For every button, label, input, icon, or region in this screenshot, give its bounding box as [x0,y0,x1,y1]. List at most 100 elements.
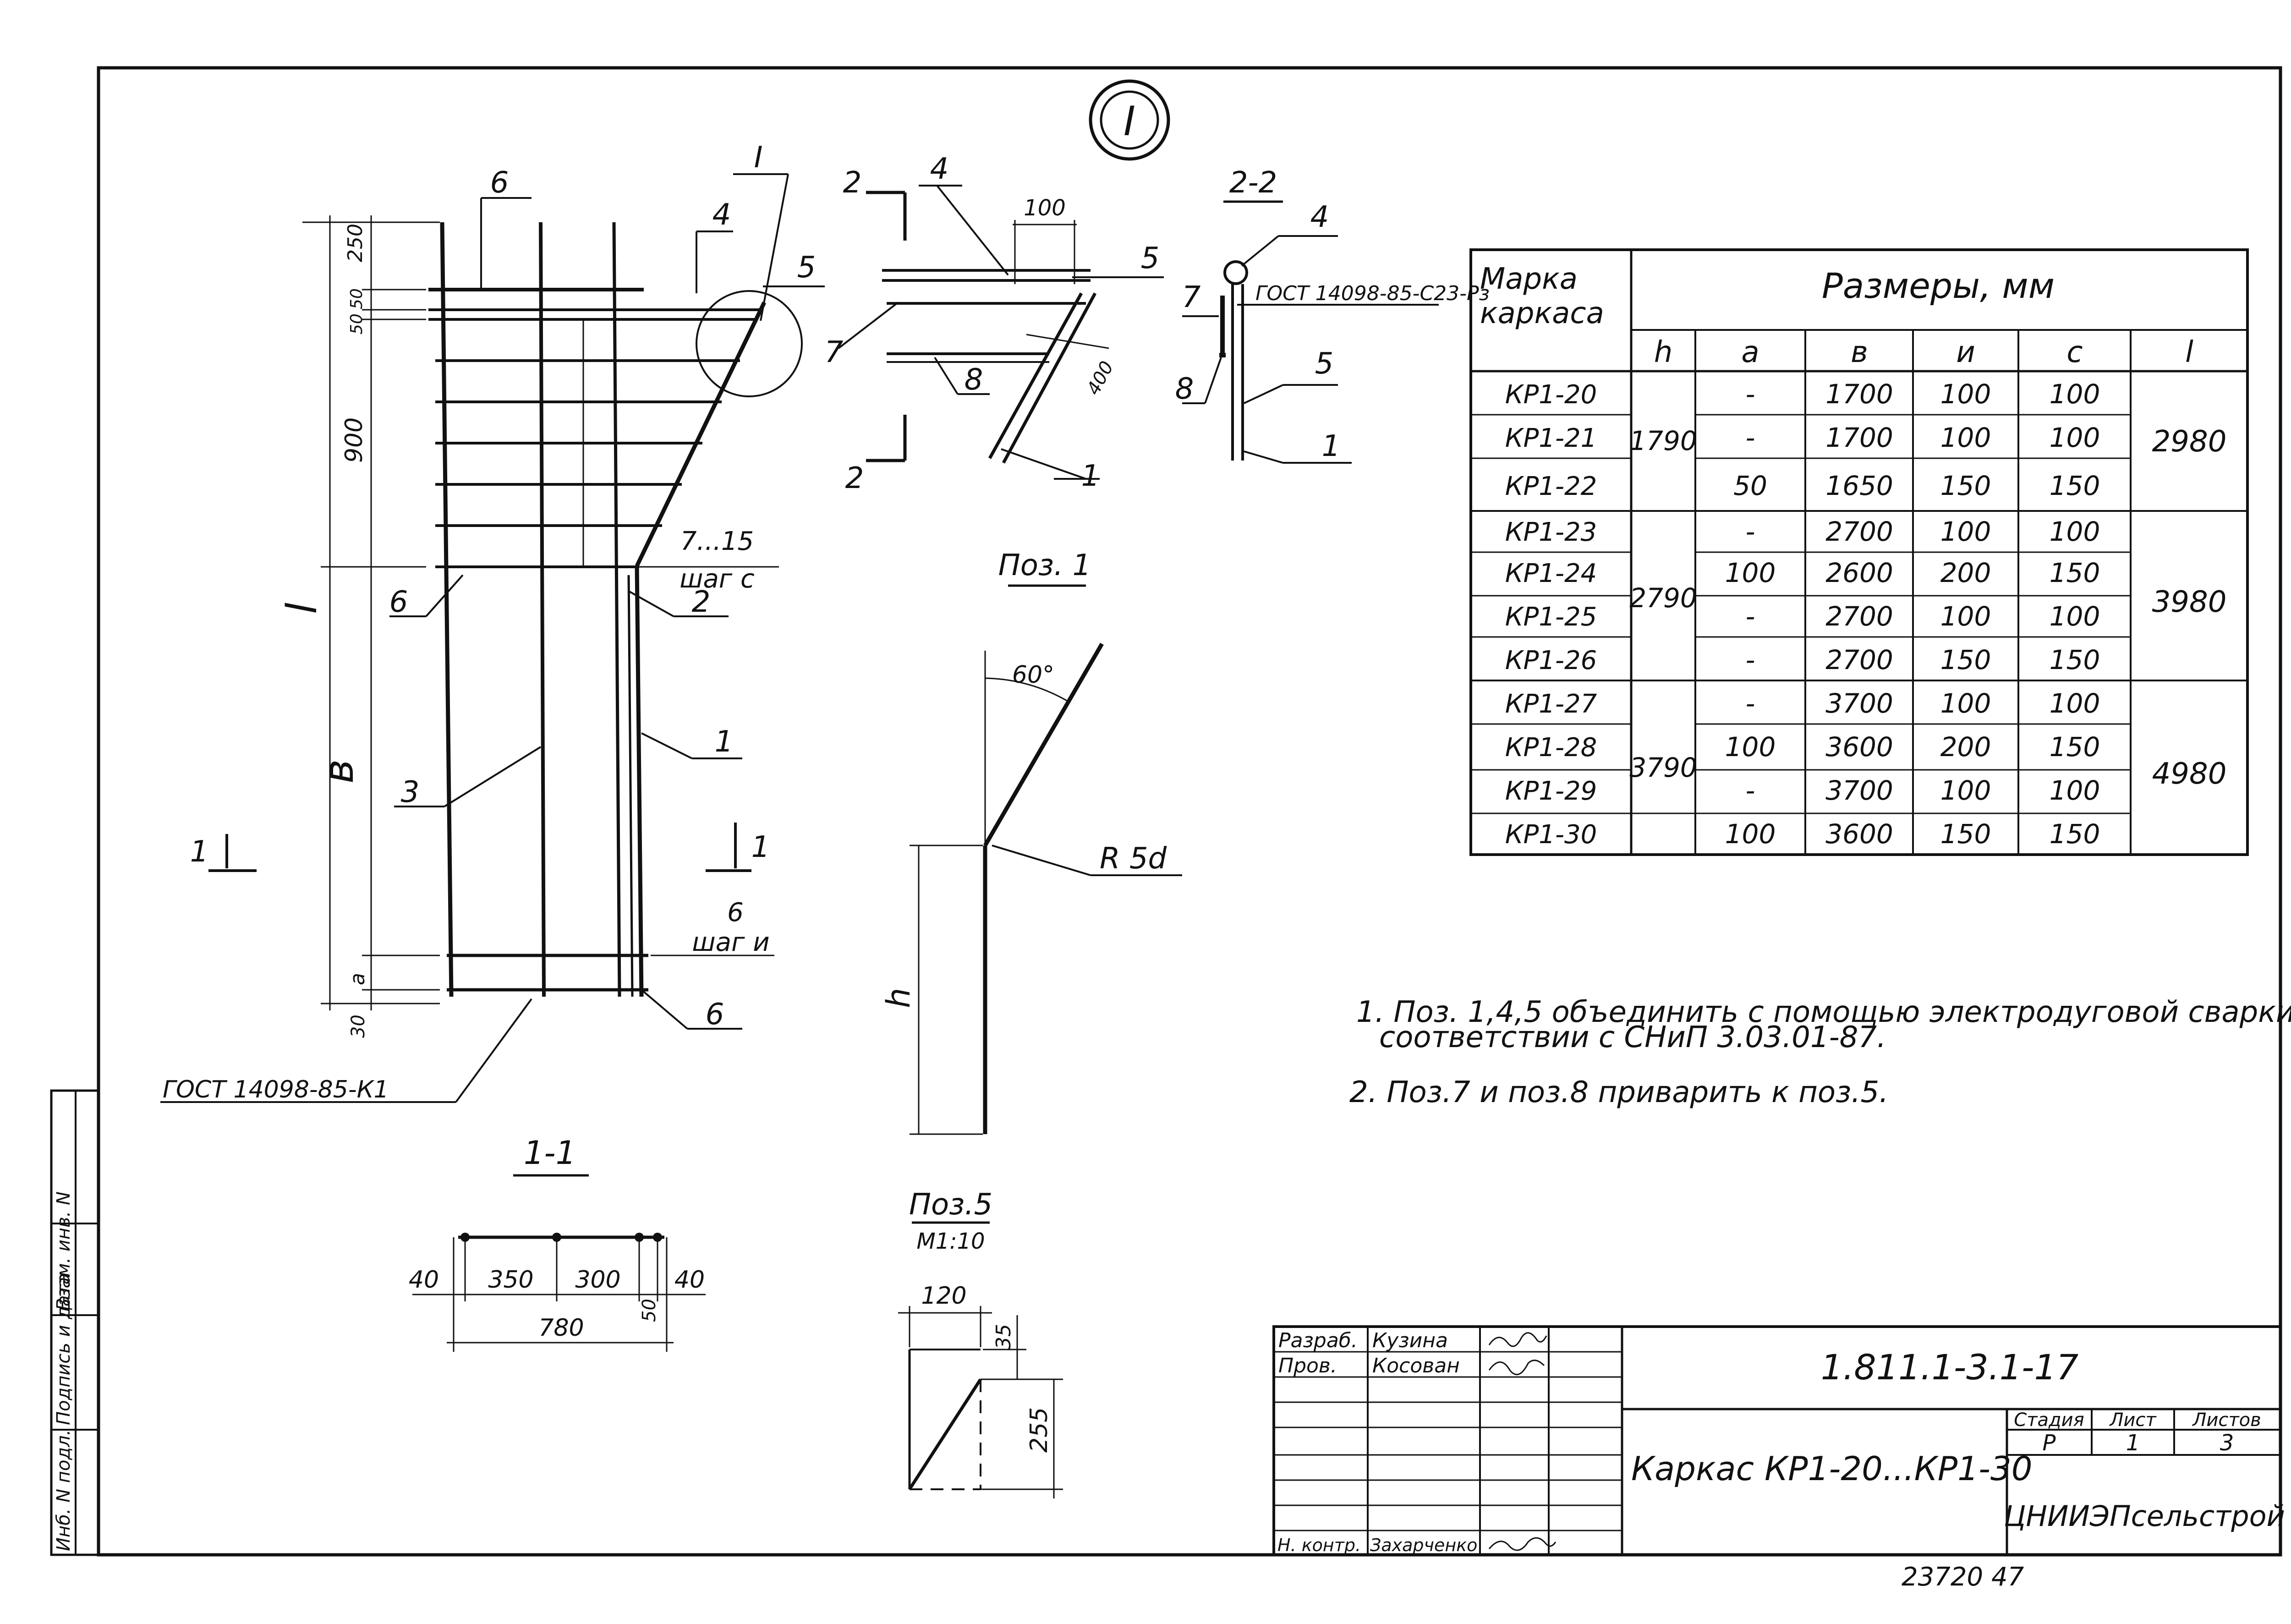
table-cell-c: 150 [2050,557,2100,588]
stamp-vzam: Взам. инв. N [53,1191,74,1311]
table-cell-a: - [1746,422,1755,453]
dim-900: 900 [340,417,368,463]
node-callout-7: 7 [825,335,844,369]
s22-callout-5: 5 [1315,347,1334,381]
table-cell-b: 2700 [1825,516,1893,547]
s11-dim-40-left: 40 [409,1266,439,1294]
col-mark-line1: Марка [1480,262,1578,296]
callout-6-mid: 6 [389,585,408,619]
table-cell-mark: КР1-25 [1505,602,1597,632]
tb-role-razrab: Разраб. [1278,1329,1358,1352]
node-dim-100: 100 [1024,195,1066,221]
poz1-title: Поз. 1 [998,549,1091,582]
table-cell-a: 50 [1733,470,1767,501]
dim-v: в [315,759,363,784]
table-cell-mark: КР1-20 [1505,380,1597,410]
poz5-scale: М1:10 [916,1229,985,1254]
table-cell-a: - [1746,688,1755,719]
detail-circle-mark: I [1089,79,1170,161]
callout-7-15: 7...15 [680,527,754,556]
poz1-angle: 60° [1012,661,1054,689]
callout-6-bot: 6 [727,898,744,927]
callout-6-low: 6 [706,998,724,1031]
signature-2 [1488,1360,1545,1375]
col-header-i: и [1956,335,1975,369]
detail-circle-label: I [1124,98,1135,145]
note-1-line1: 1. Поз. 1,4,5 объединить с помощью элект… [1356,995,2291,1029]
dim-50a: 50 [347,288,366,309]
table-cell-b: 3600 [1825,731,1893,763]
tb-role-nkontr: Н. контр. [1277,1535,1361,1555]
main-view: 6 I 4 5 7...15 шаг с 6 2 3 1 6 шаг и 6 2… [160,141,825,1103]
poz5-view: Поз.5 М1:10 120 35 255 [898,1188,1063,1498]
tb-code: 1.811.1-3.1-17 [1821,1347,2079,1388]
table-cell-c: 100 [2050,775,2100,806]
table-cell-a: 100 [1725,557,1776,588]
h-group-1790: 1790 [1629,425,1697,456]
table-cell-b: 3700 [1825,775,1893,806]
col-header-c: с [2066,335,2083,369]
callout-1: 1 [715,725,734,759]
section-1-1-title: 1-1 [524,1134,576,1172]
tb-sheets: 3 [2220,1430,2234,1456]
callout-shag-i: шаг и [692,927,769,957]
sheet-frame [97,66,2282,1557]
table-cell-b: 1700 [1825,379,1893,410]
table-cell-c: 100 [2050,601,2100,632]
table-cell-b: 3700 [1825,688,1893,719]
table-cell-b: 2700 [1825,644,1893,675]
table-cell-mark: КР1-23 [1505,517,1597,547]
table-cell-b: 3600 [1825,818,1893,850]
node-dim-400: 400 [1083,358,1118,399]
dimensions-table: Марка каркаса Размеры, мм h а в и с l КР… [1469,248,2249,856]
table-cell-b: 2600 [1825,557,1893,588]
table-cell-a: - [1746,516,1755,547]
tb-org: ЦНИИЭПсельстрой [2004,1499,2285,1533]
section-mark-1-left: 1 [190,835,209,869]
poz5-title: Поз.5 [909,1188,992,1222]
s11-dim-50: 50 [639,1299,660,1322]
table-cell-c: 150 [2050,644,2100,675]
s11-dim-350: 350 [488,1266,533,1294]
node-callout-5: 5 [1141,241,1160,275]
table-cell-i: 100 [1940,775,1991,806]
section-mark-1-right: 1 [751,830,770,864]
col-mark-line2: каркаса [1480,296,1604,330]
table-cell-a: - [1746,644,1755,675]
s22-gost: ГОСТ 14098-85-С23-Рз [1255,282,1490,305]
callout-4: 4 [713,198,731,232]
group-header: Размеры, мм [1822,265,2055,306]
signature-3 [1488,1537,1557,1551]
table-cell-c: 150 [2050,731,2100,763]
table-cell-c: 100 [2050,688,2100,719]
col-header-l: l [2185,335,2193,369]
table-cell-c: 100 [2050,516,2100,547]
tb-sheets-label: Листов [2192,1410,2261,1431]
node-callout-8: 8 [965,363,983,397]
s22-callout-7: 7 [1182,280,1201,314]
table-cell-i: 150 [1940,470,1991,501]
table-cell-c: 150 [2050,818,2100,850]
section-2-2-title: 2-2 [1229,166,1277,200]
table-cell-mark: КР1-29 [1505,776,1597,806]
table-cell-c: 150 [2050,470,2100,501]
table-row-lines [1471,414,2247,814]
l-group-3980: 3980 [2152,585,2227,619]
table-cell-i: 200 [1940,557,1991,588]
table-cell-i: 150 [1940,644,1991,675]
table-cell-i: 150 [1940,818,1991,850]
table-cell-a: - [1746,775,1755,806]
col-header-h: h [1654,335,1673,369]
callout-2: 2 [692,585,711,619]
table-cell-b: 1700 [1825,422,1893,453]
node-cut-2-bottom: 2 [845,461,864,495]
poz5-dim-120: 120 [921,1282,966,1310]
poz5-dim-255: 255 [1025,1407,1053,1453]
table-cell-i: 100 [1940,516,1991,547]
table-cell-i: 200 [1940,731,1991,763]
table-cell-mark: КР1-22 [1505,472,1597,501]
s22-callout-4: 4 [1310,200,1329,234]
callout-shag-c: шаг с [680,564,755,594]
s22-callout-8: 8 [1175,372,1194,406]
dim-50b: 50 [347,313,366,335]
